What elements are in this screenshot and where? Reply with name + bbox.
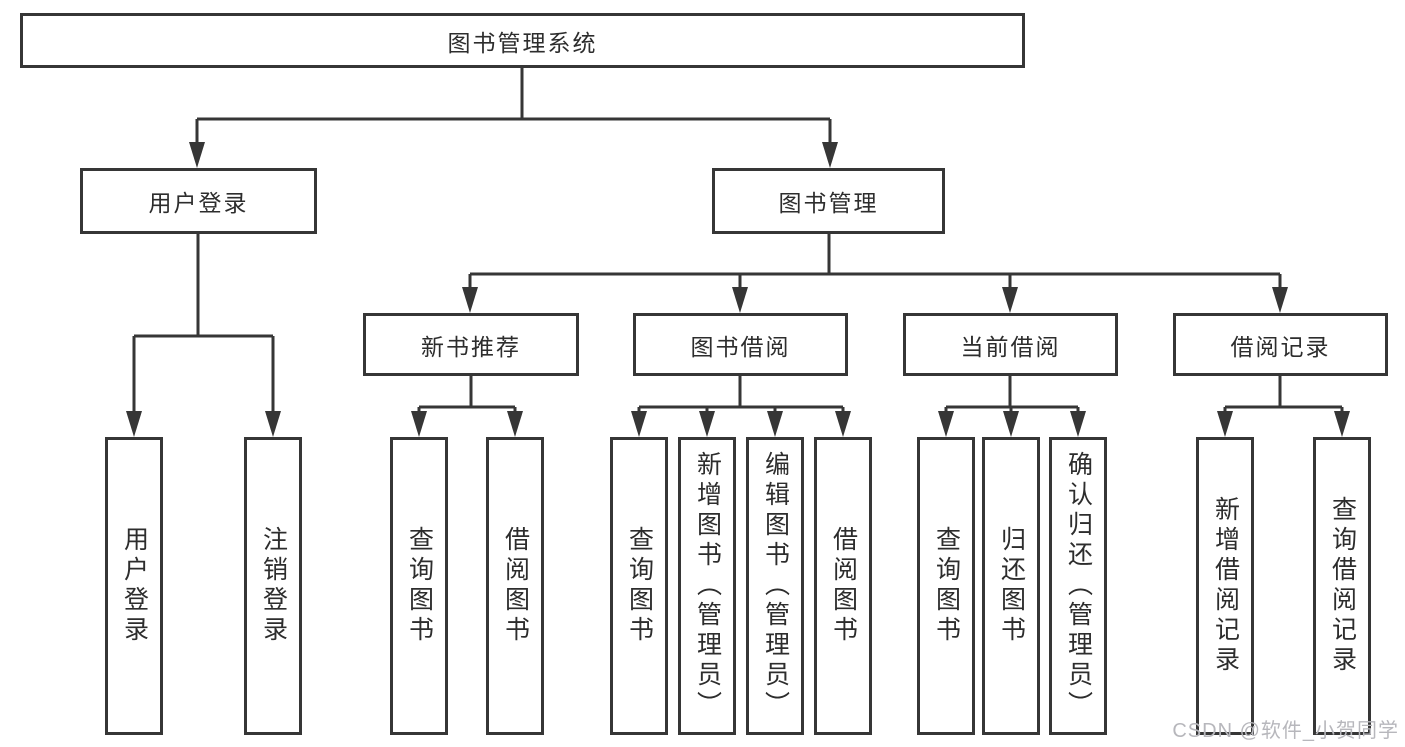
leaf-user-login: 用户登录	[105, 437, 163, 735]
arrowhead	[411, 411, 427, 437]
csdn-watermark: CSDN @软件_小贺同学	[1172, 720, 1399, 742]
arrowhead	[462, 287, 478, 313]
connector-book-mgmt-children	[462, 234, 1288, 313]
leaf-label: 查询图书	[405, 526, 434, 646]
leaf-borrow-query-book: 查询图书	[610, 437, 668, 735]
node-label: 图书借阅	[690, 333, 791, 360]
leaf-add-borrow-record: 新增借阅记录	[1196, 437, 1254, 735]
leaf-query-borrow-record: 查询借阅记录	[1313, 437, 1371, 735]
node-label: 用户登录	[148, 190, 249, 216]
leaf-borrow-book: 借阅图书	[814, 437, 872, 735]
node-user-login: 用户登录	[80, 168, 317, 234]
leaf-recommend-borrow-book: 借阅图书	[486, 437, 544, 735]
leaf-label: 查询借阅记录	[1328, 496, 1357, 676]
leaf-label: 查询图书	[932, 526, 961, 646]
arrowhead	[1003, 411, 1019, 437]
node-new-book-recommend: 新书推荐	[363, 313, 579, 376]
arrowhead	[1334, 411, 1350, 437]
arrowhead	[732, 287, 748, 313]
arrowhead	[835, 411, 851, 437]
arrowhead	[1217, 411, 1233, 437]
node-current-borrow: 当前借阅	[903, 313, 1118, 376]
arrowhead	[126, 411, 142, 437]
leaf-current-query-book: 查询图书	[917, 437, 975, 735]
leaf-label: 用户登录	[120, 526, 149, 646]
arrowhead	[507, 411, 523, 437]
node-book-management: 图书管理	[712, 168, 945, 234]
leaf-label: 注销登录	[259, 526, 288, 646]
connector-borrow-record-children	[1217, 376, 1350, 437]
leaf-edit-book-admin: 编辑图书（管理员）	[746, 437, 804, 735]
leaf-confirm-return-admin: 确认归还（管理员）	[1049, 437, 1107, 735]
node-label: 借阅记录	[1230, 333, 1331, 360]
arrowhead	[631, 411, 647, 437]
connector-book-borrow-children	[631, 376, 851, 437]
leaf-label: 确认归还（管理员）	[1064, 451, 1093, 721]
node-label: 图书管理	[778, 190, 879, 216]
leaf-label: 新增图书（管理员）	[693, 451, 722, 721]
node-book-borrow: 图书借阅	[633, 313, 848, 376]
leaf-label: 借阅图书	[501, 526, 530, 646]
connector-current-borrow-children	[938, 376, 1086, 437]
node-label: 图书管理系统	[447, 29, 598, 56]
leaf-label: 查询图书	[625, 526, 654, 646]
arrowhead	[265, 411, 281, 437]
node-system-root: 图书管理系统	[20, 13, 1025, 68]
arrowhead	[699, 411, 715, 437]
connector-user-login-children	[126, 234, 281, 437]
node-label: 当前借阅	[960, 333, 1061, 360]
leaf-label: 归还图书	[997, 526, 1026, 646]
arrowhead	[1002, 287, 1018, 313]
arrowhead	[1272, 287, 1288, 313]
connector-root-to-level2	[189, 68, 838, 168]
leaf-label: 编辑图书（管理员）	[761, 451, 790, 721]
connector-new-book-children	[411, 376, 523, 437]
node-borrow-record: 借阅记录	[1173, 313, 1388, 376]
arrowhead	[189, 142, 205, 168]
arrowhead	[822, 142, 838, 168]
leaf-return-book: 归还图书	[982, 437, 1040, 735]
arrowhead	[767, 411, 783, 437]
arrowhead	[938, 411, 954, 437]
node-label: 新书推荐	[421, 333, 521, 360]
leaf-label: 借阅图书	[829, 526, 858, 646]
arrowhead	[1070, 411, 1086, 437]
leaf-recommend-query-book: 查询图书	[390, 437, 448, 735]
leaf-label: 新增借阅记录	[1211, 496, 1240, 676]
leaf-add-book-admin: 新增图书（管理员）	[678, 437, 736, 735]
leaf-logout: 注销登录	[244, 437, 302, 735]
